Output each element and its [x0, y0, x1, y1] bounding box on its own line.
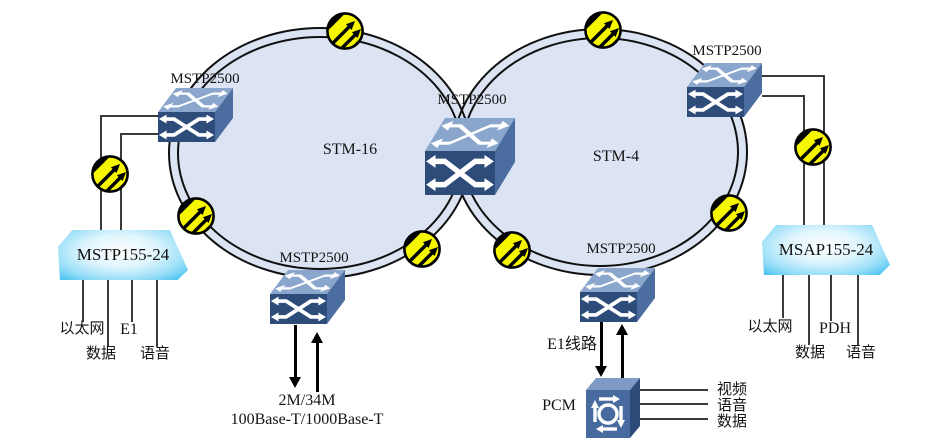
port-line: [830, 275, 832, 321]
port-line: [131, 280, 133, 322]
connection-line: [100, 115, 158, 117]
port-label-pdh: PDH: [818, 320, 851, 337]
access-device-msap155-24: MSAP155-24: [762, 225, 890, 275]
port-label-e1: E1: [120, 321, 138, 338]
port-line: [782, 275, 784, 318]
downstream-arrow: [600, 318, 603, 367]
device-label: MSTP155-24: [76, 245, 170, 264]
fiber-link-icon: [176, 196, 216, 241]
mstp2500-node-stm4-northeast: [687, 63, 762, 122]
mstp2500-node-stm16-south: [270, 270, 345, 329]
node-label: MSTP2500: [170, 71, 240, 87]
ethernet-rate-label: 100Base-T/1000Base-T: [230, 411, 384, 428]
mstp2500-node-stm16-west: [158, 88, 233, 147]
pcm-label: PCM: [542, 397, 576, 414]
port-label-voice: 语音: [716, 398, 747, 414]
port-line: [640, 403, 708, 405]
fiber-link-icon: [492, 230, 532, 275]
mstp2500-node-stm4-south: [580, 268, 655, 327]
pcm-node: [586, 378, 640, 443]
port-label-voice: 语音: [139, 346, 170, 362]
port-label-data: 数据: [716, 414, 747, 430]
node-label: MSTP2500: [692, 43, 762, 59]
fiber-link-icon: [325, 11, 365, 56]
downstream-arrow: [294, 325, 297, 378]
access-device-mstp155-24: MSTP155-24: [58, 230, 188, 280]
upstream-arrow: [621, 334, 624, 380]
port-label-ethernet: 以太网: [747, 319, 793, 335]
tributary-rate-label: 2M/34M: [278, 392, 336, 409]
connection-line: [762, 95, 803, 97]
upstream-arrow: [316, 342, 319, 392]
node-label: MSTP2500: [437, 92, 507, 108]
port-line: [640, 389, 708, 391]
port-label-data: 数据: [85, 346, 116, 362]
mstp2500-node-center: [425, 118, 515, 200]
port-line: [640, 418, 708, 420]
port-label-ethernet: 以太网: [59, 321, 105, 337]
port-line: [156, 280, 158, 347]
fiber-link-icon: [709, 193, 749, 238]
fiber-link-icon: [583, 10, 623, 55]
port-line: [857, 275, 859, 345]
ring-label-stm4: STM-4: [592, 148, 640, 165]
port-line: [82, 280, 84, 322]
port-label-voice: 语音: [845, 345, 876, 361]
port-label-data: 数据: [794, 345, 825, 361]
device-label: MSAP155-24: [778, 240, 874, 259]
node-label: MSTP2500: [279, 250, 349, 266]
port-line: [107, 280, 109, 347]
node-label: MSTP2500: [586, 241, 656, 257]
e1-line-label: E1线路: [547, 336, 597, 353]
fiber-link-icon: [90, 154, 130, 199]
port-line: [808, 275, 810, 345]
connection-line: [120, 133, 158, 135]
ring-label-stm16: STM-16: [322, 141, 378, 158]
fiber-link-icon: [402, 229, 442, 274]
port-label-video: 视频: [716, 382, 747, 398]
fiber-link-icon: [793, 127, 833, 172]
connection-line: [762, 75, 823, 77]
